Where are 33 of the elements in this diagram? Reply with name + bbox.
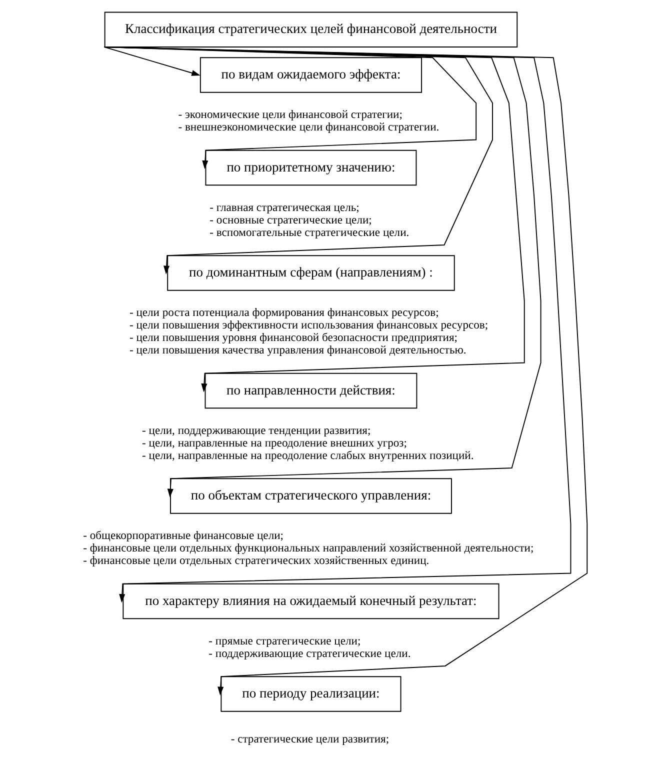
node-box: по характеру влияния на ожидаемый конечный результат: <box>122 583 499 620</box>
node-label: - главная стратегическая цель; <box>209 200 359 214</box>
node-label: - стратегические цели развития; <box>230 732 389 746</box>
node-label: - внешнеэкономические цели финансовой стратегии. <box>178 120 439 134</box>
node-box: по периоду реализации: <box>220 676 401 712</box>
node-label: - цели повышения уровня финансовой безопасности предприятия; <box>128 331 457 344</box>
arrow <box>103 46 524 392</box>
node-box: по видам ожидаемого эффекта: <box>199 57 422 93</box>
node-label: - общекорпоративные финансовые цели; <box>82 529 284 542</box>
node-label: - цели повышения качества управления финансовой деятельностью. <box>128 344 466 357</box>
node-label: - поддерживающие стратегические цели. <box>208 646 410 660</box>
node-label: - цели, направленные на преодоление слабых внутренних позиций. <box>142 448 474 462</box>
arrow <box>103 46 571 603</box>
node-label: - цели, поддерживающие тенденции развития; <box>142 424 370 437</box>
node-box: Классификация стратегических целей финансовой деятельности <box>104 12 518 48</box>
node-box: по доминантным сферам (направлениям) : <box>166 255 454 291</box>
arrow <box>103 46 541 498</box>
node-label: - цели повышения эффективности использования финансовых ресурсов; <box>128 318 488 332</box>
node-label: - основные стратегические цели; <box>209 213 372 226</box>
node-label: - финансовые цели отдельных стратегических хозяйственных единиц. <box>82 554 429 568</box>
node-label: - цели, направленные на преодоление внешних угроз; <box>142 436 406 450</box>
node-label: - прямые стратегические цели; <box>208 634 360 648</box>
node-box: по объектам стратегического управления: <box>170 478 452 514</box>
node-box: по направленности действия: <box>204 372 417 409</box>
node-label: - вспомогательные стратегические цели. <box>209 226 409 239</box>
node-label: - финансовые цели отдельных функциональных направлений хозяйственной деятельности; <box>82 542 534 555</box>
node-label: - экономические цели финансовой стратегии; <box>178 108 402 122</box>
arrow <box>103 46 588 696</box>
arrow <box>103 46 200 76</box>
node-box: по приоритетному значению: <box>204 150 416 186</box>
node-label: - цели роста потенциала формирования финансовых ресурсов; <box>128 306 438 320</box>
arrow <box>103 46 476 170</box>
arrow <box>103 46 492 274</box>
